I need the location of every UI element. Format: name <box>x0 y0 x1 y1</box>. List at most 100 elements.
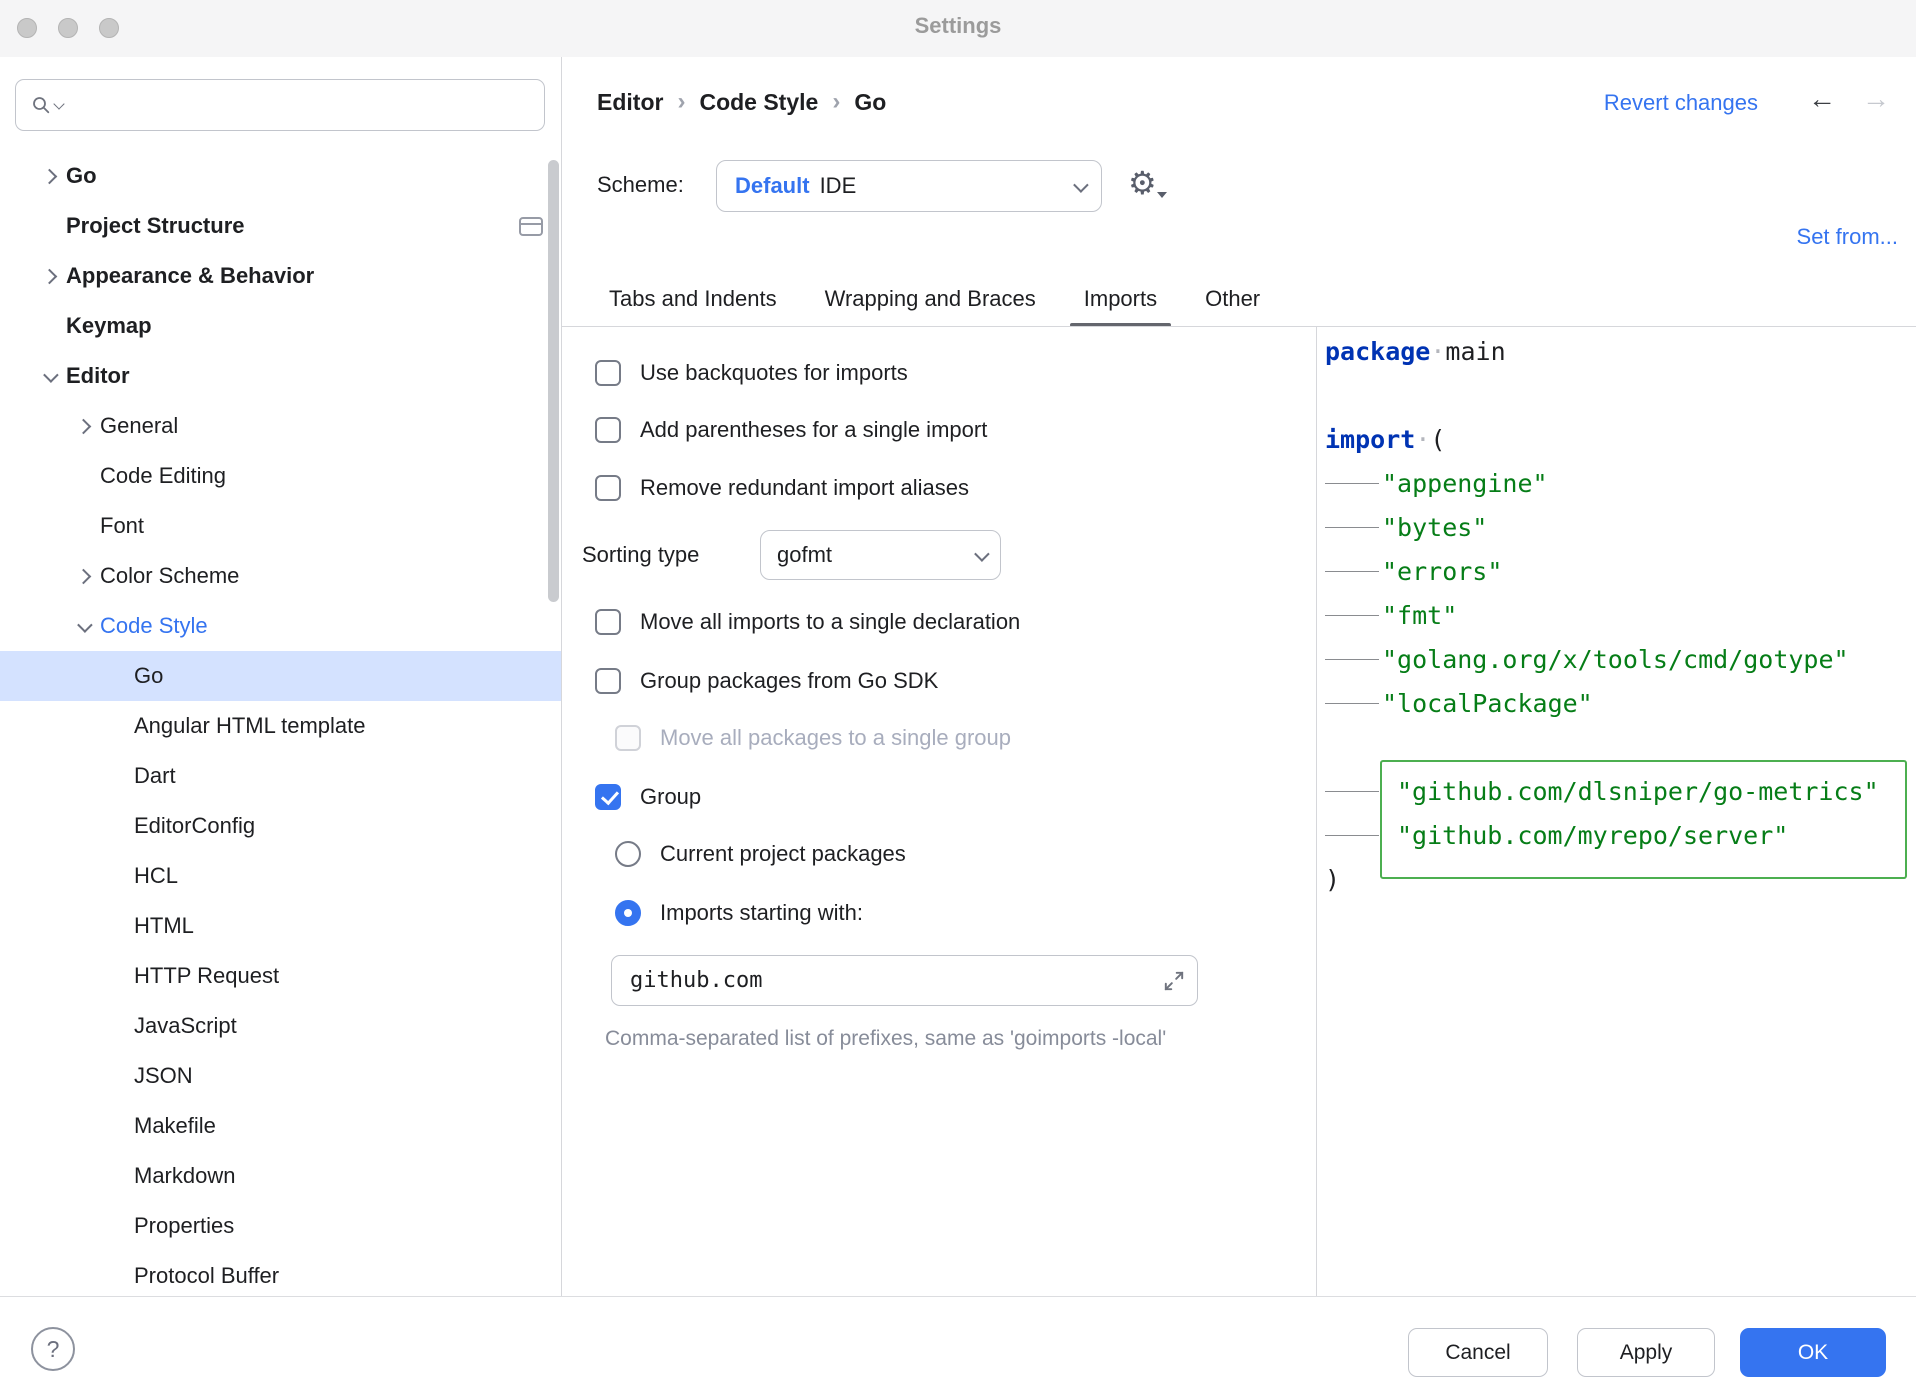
sidebar-item-editor[interactable]: Editor <box>0 351 561 401</box>
prefix-hint-text: Comma-separated list of prefixes, same a… <box>605 1027 1167 1050</box>
sidebar-item-general[interactable]: General <box>0 401 561 451</box>
breadcrumb-editor[interactable]: Editor <box>597 88 664 115</box>
radio-current-project-packages[interactable] <box>615 841 641 867</box>
sidebar-item-label: Font <box>100 513 145 538</box>
chevron-right-icon[interactable] <box>36 163 62 189</box>
tab-label: Tabs and Indents <box>609 285 777 311</box>
radio-label[interactable]: Imports starting with: <box>660 900 863 925</box>
checkbox-label[interactable]: Add parentheses for a single import <box>640 417 988 442</box>
chevron-spacer <box>104 663 130 689</box>
cancel-button[interactable]: Cancel <box>1408 1328 1548 1377</box>
sidebar-item-javascript[interactable]: JavaScript <box>0 1001 561 1051</box>
checkbox-group[interactable] <box>595 784 621 810</box>
code-line: import·( <box>1317 417 1916 461</box>
checkbox-single-declaration[interactable] <box>595 609 621 635</box>
code-token: "bytes" <box>1382 512 1488 542</box>
code-line: ) <box>1317 857 1916 901</box>
chevron-spacer <box>104 763 130 789</box>
window-title: Settings <box>914 13 1002 38</box>
checkbox-add-parentheses[interactable] <box>595 417 621 443</box>
sidebar-item-font[interactable]: Font <box>0 501 561 551</box>
search-history-chevron-icon[interactable] <box>53 98 65 110</box>
code-token: · <box>1430 336 1446 366</box>
checkbox-label[interactable]: Group <box>640 784 702 809</box>
chevron-spacer <box>104 713 130 739</box>
settings-search-input[interactable] <box>73 92 532 118</box>
option-row: Imports starting with: <box>615 896 863 930</box>
sidebar-item-json[interactable]: JSON <box>0 1051 561 1101</box>
sidebar-item-color-scheme[interactable]: Color Scheme <box>0 551 561 601</box>
minimize-button[interactable] <box>58 18 78 38</box>
checkbox-group-go-sdk[interactable] <box>595 668 621 694</box>
sidebar-item-properties[interactable]: Properties <box>0 1201 561 1251</box>
code-line: "errors" <box>1317 549 1916 593</box>
code-token: package <box>1325 336 1431 366</box>
sidebar-item-project-structure[interactable]: Project Structure <box>0 201 561 251</box>
sidebar-item-makefile[interactable]: Makefile <box>0 1101 561 1151</box>
sidebar-item-markdown[interactable]: Markdown <box>0 1151 561 1201</box>
ok-button[interactable]: OK <box>1740 1328 1886 1377</box>
chevron-spacer <box>36 213 62 239</box>
breadcrumb-code-style[interactable]: Code Style <box>699 88 819 115</box>
sidebar-item-code-style[interactable]: Code Style <box>0 601 561 651</box>
option-row: Move all packages to a single group <box>615 721 1011 755</box>
tab-other[interactable]: Other <box>1181 270 1284 327</box>
checkbox-use-backquotes[interactable] <box>595 360 621 386</box>
help-button[interactable]: ? <box>31 1327 75 1371</box>
sorting-type-dropdown[interactable]: gofmt <box>760 530 1001 580</box>
sidebar-item-dart[interactable]: Dart <box>0 751 561 801</box>
chevron-right-icon[interactable] <box>36 263 62 289</box>
chevron-right-icon[interactable] <box>70 563 96 589</box>
checkbox-label[interactable]: Use backquotes for imports <box>640 360 908 385</box>
code-line <box>1317 725 1916 769</box>
chevron-right-icon[interactable] <box>70 413 96 439</box>
search-box[interactable] <box>15 79 545 131</box>
code-line: package·main <box>1317 329 1916 373</box>
sidebar-item-http-request[interactable]: HTTP Request <box>0 951 561 1001</box>
scheme-dropdown[interactable]: Default IDE <box>716 160 1102 212</box>
code-token: main <box>1445 336 1506 366</box>
back-arrow-icon[interactable]: ← <box>1808 83 1836 114</box>
revert-changes-link[interactable]: Revert changes <box>1603 90 1758 115</box>
sidebar-item-protocol-buffer[interactable]: Protocol Buffer <box>0 1251 561 1296</box>
sidebar-scrollbar[interactable] <box>548 160 559 602</box>
sidebar-item-code-editing[interactable]: Code Editing <box>0 451 561 501</box>
sidebar-item-keymap[interactable]: Keymap <box>0 301 561 351</box>
checkbox-label[interactable]: Remove redundant import aliases <box>640 475 969 500</box>
sidebar-item-editorconfig[interactable]: EditorConfig <box>0 801 561 851</box>
tab-wrapping-and-braces[interactable]: Wrapping and Braces <box>801 270 1060 327</box>
sidebar-item-go[interactable]: Go <box>0 151 561 201</box>
expand-icon[interactable] <box>1162 969 1186 993</box>
checkbox-remove-redundant-aliases[interactable] <box>595 475 621 501</box>
import-prefix-input[interactable] <box>611 955 1198 1006</box>
chevron-spacer <box>104 913 130 939</box>
option-row: Remove redundant import aliases <box>595 471 969 505</box>
radio-imports-starting-with[interactable] <box>615 900 641 926</box>
sidebar-item-appearance-behavior[interactable]: Appearance & Behavior <box>0 251 561 301</box>
sidebar-item-angular-html-template[interactable]: Angular HTML template <box>0 701 561 751</box>
checkbox-label[interactable]: Group packages from Go SDK <box>640 668 939 693</box>
option-row: Move all imports to a single declaration <box>595 605 1020 639</box>
close-button[interactable] <box>17 18 37 38</box>
set-from-link[interactable]: Set from... <box>1796 224 1898 249</box>
tab-tabs-and-indents[interactable]: Tabs and Indents <box>585 270 801 327</box>
radio-label[interactable]: Current project packages <box>660 841 906 866</box>
sidebar-item-go[interactable]: Go <box>0 651 561 701</box>
sidebar-item-hcl[interactable]: HCL <box>0 851 561 901</box>
sidebar-item-html[interactable]: HTML <box>0 901 561 951</box>
code-token: · <box>1415 424 1431 454</box>
tab-imports[interactable]: Imports <box>1060 270 1181 327</box>
zoom-button[interactable] <box>99 18 119 38</box>
chevron-down-icon[interactable] <box>70 613 96 639</box>
checkbox-label[interactable]: Move all imports to a single declaration <box>640 609 1021 634</box>
project-structure-window-icon <box>519 216 543 236</box>
code-line: "localPackage" <box>1317 681 1916 725</box>
code-line: "bytes" <box>1317 505 1916 549</box>
gear-icon[interactable]: ⚙ <box>1128 165 1167 201</box>
chevron-down-icon[interactable] <box>36 363 62 389</box>
sidebar-item-label: EditorConfig <box>134 813 256 838</box>
chevron-spacer <box>104 813 130 839</box>
apply-button[interactable]: Apply <box>1577 1328 1715 1377</box>
chevron-spacer <box>104 1163 130 1189</box>
